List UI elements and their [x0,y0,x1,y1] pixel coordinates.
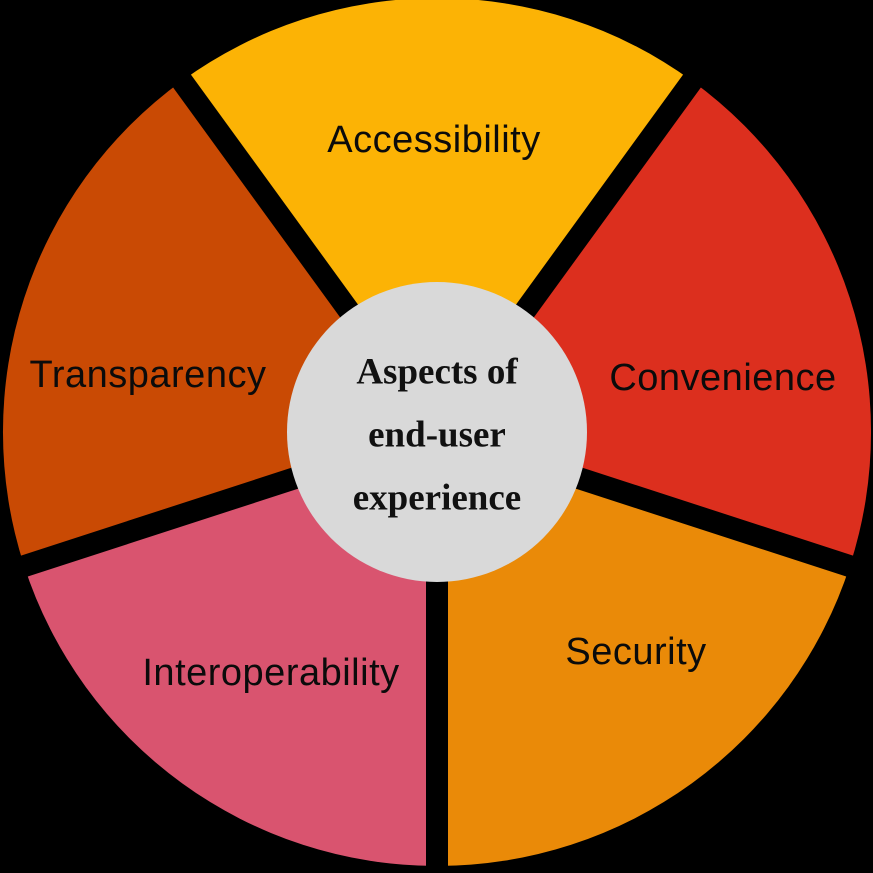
center-hub-circle [287,282,587,582]
segment-label-convenience: Convenience [609,357,837,399]
segment-accessibility-wedge [181,0,693,432]
hub-title-line-2: end-user [368,414,506,456]
segment-label-transparency: Transparency [29,354,267,396]
hub-title: Aspects of end-user experience [353,341,521,530]
segment-label-accessibility: Accessibility [327,119,541,161]
segment-label-security: Security [565,631,707,673]
segment-label-interoperability: Interoperability [142,652,400,694]
hub-title-line-3: experience [352,477,522,519]
hub-title-line-1: Aspects of [356,351,518,393]
